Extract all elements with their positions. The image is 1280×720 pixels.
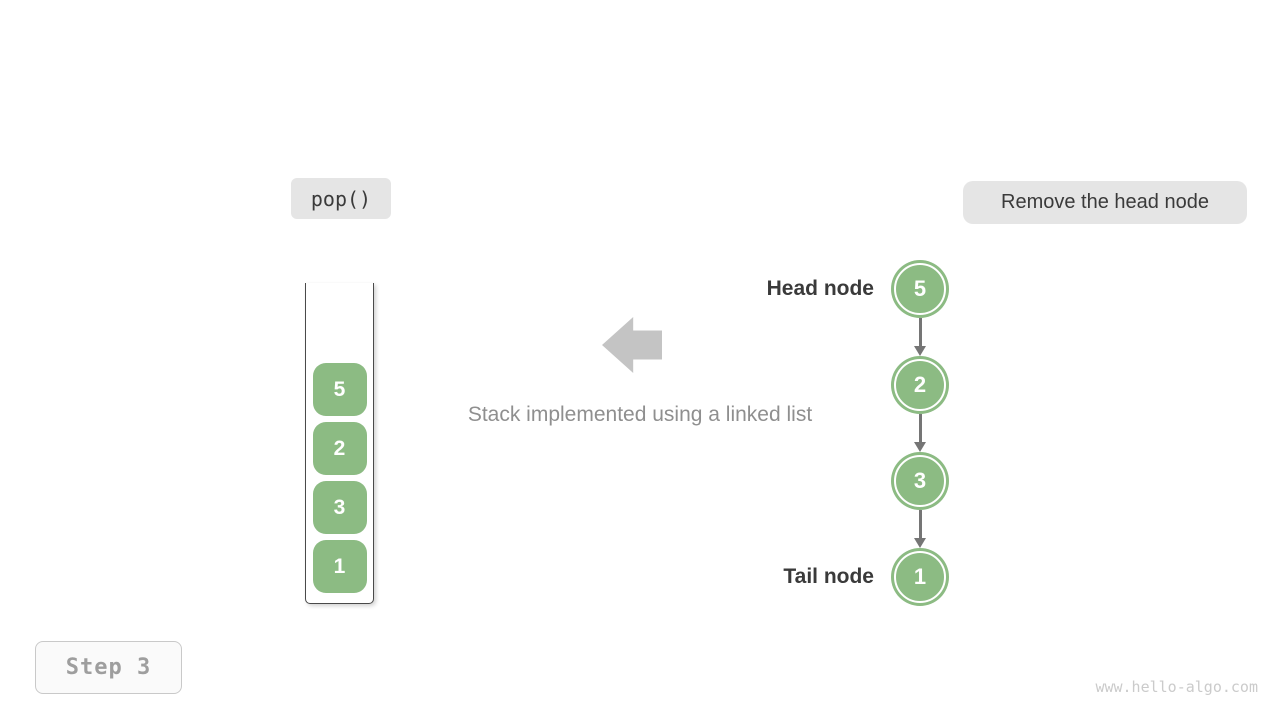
step-indicator-text: Step 3 xyxy=(65,655,152,680)
stack-item-value: 5 xyxy=(333,377,346,401)
left-block-arrow-icon xyxy=(602,317,662,373)
stack-item: 3 xyxy=(312,481,367,534)
arrow-down-icon xyxy=(913,318,927,356)
arrow-line xyxy=(918,318,922,346)
node-value: 2 xyxy=(913,372,927,397)
stack-item-value: 1 xyxy=(333,554,346,578)
node-value: 3 xyxy=(913,468,927,493)
remove-head-text: Remove the head node xyxy=(1001,191,1209,213)
step-indicator: Step 3 xyxy=(35,641,182,694)
stack-container: 5 2 3 1 xyxy=(305,283,374,604)
head-node-label: Head node xyxy=(766,277,874,300)
watermark-text: www.hello-algo.com xyxy=(1095,678,1258,696)
arrow-down-icon xyxy=(913,510,927,548)
stack-item: 1 xyxy=(312,540,367,593)
linked-list-node: 1 xyxy=(891,548,949,606)
pop-operation-label: pop() xyxy=(291,178,391,219)
linked-list-node: 3 xyxy=(891,452,949,510)
tail-node-label: Tail node xyxy=(783,565,874,588)
stack-item-value: 2 xyxy=(333,436,346,460)
node-value: 1 xyxy=(913,564,927,589)
linked-list-node: 2 xyxy=(891,356,949,414)
node-value: 5 xyxy=(913,276,927,301)
stack-item: 2 xyxy=(312,422,367,475)
arrow-line xyxy=(918,414,922,442)
arrow-head xyxy=(914,442,926,452)
stack-item: 5 xyxy=(312,363,367,416)
diagram-caption: Stack implemented using a linked list xyxy=(467,403,813,426)
remove-head-annotation: Remove the head node xyxy=(963,181,1247,224)
pop-operation-text: pop() xyxy=(310,186,372,211)
arrow-down-icon xyxy=(913,414,927,452)
linked-list-node: 5 xyxy=(891,260,949,318)
stack-item-value: 3 xyxy=(333,495,346,519)
arrow-head xyxy=(914,346,926,356)
arrow-head xyxy=(914,538,926,548)
arrow-line xyxy=(918,510,922,538)
